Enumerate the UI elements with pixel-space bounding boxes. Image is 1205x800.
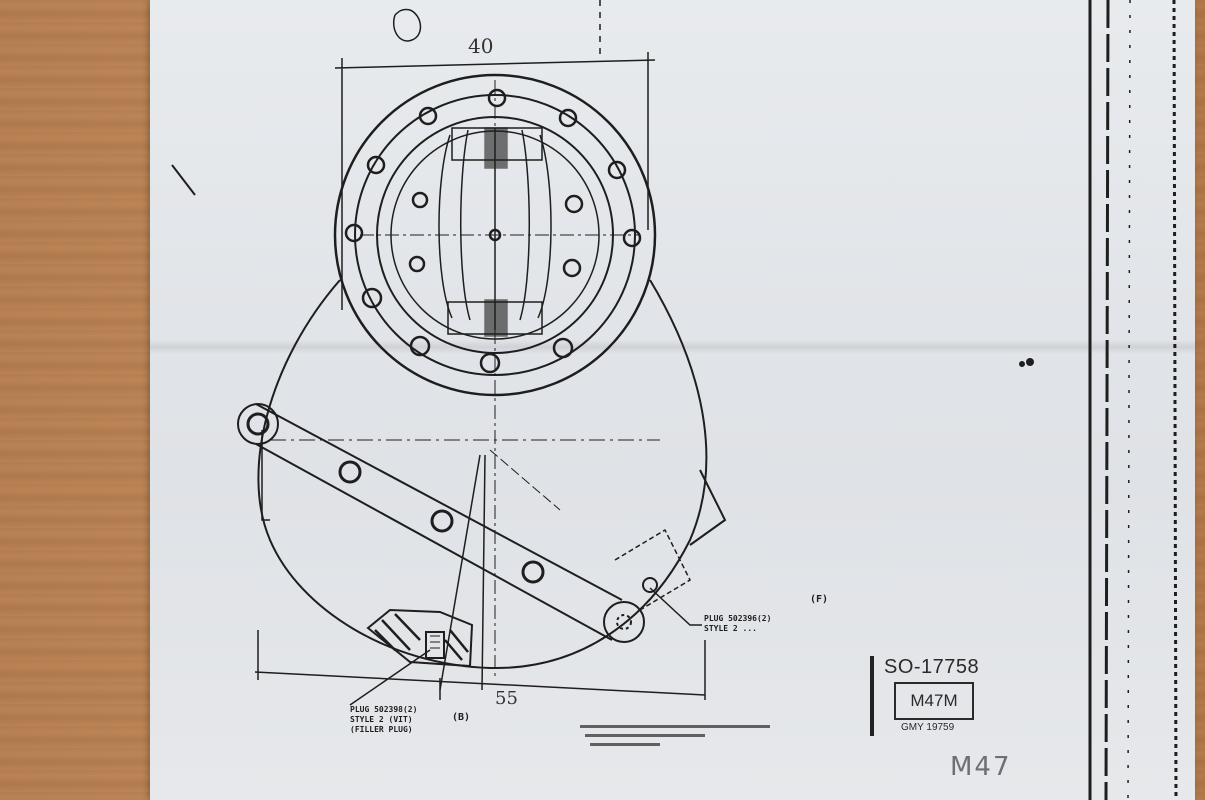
border-line-dashed (1104, 0, 1110, 800)
plug-note-right-line1: PLUG 502396(2) (704, 614, 772, 623)
flange-outer (333, 73, 657, 397)
so-number: SO-17758 (884, 656, 980, 678)
plug-note-left-ref: (B) (452, 712, 471, 723)
handwritten-label: M47 (950, 752, 1012, 782)
plug-note-right-line2: STYLE 2 ... (704, 624, 757, 633)
plug-note-left-line1: PLUG 502398(2) (350, 705, 418, 714)
plug-note-right: PLUG 502396(2) STYLE 2 ... (704, 614, 771, 634)
bottom-dimension-line (254, 671, 706, 696)
model-number-box: M47M (894, 682, 974, 720)
gmy-number: GMY 19759 (901, 722, 955, 733)
top-dimension-line (334, 59, 656, 69)
plug-note-left-line2: STYLE 2 (VIT) (350, 715, 413, 724)
plug-note-left: PLUG 502398(2) STYLE 2 (VIT) (FILLER PLU… (350, 705, 417, 735)
plug-note-right-ref: (F) (810, 594, 829, 605)
model-number: M47M (910, 691, 958, 710)
top-dimension-label: 40 (468, 34, 494, 58)
border-line-dotted (1172, 0, 1178, 800)
blueprint-paper (150, 0, 1195, 800)
bottom-dimension-label: 55 (495, 688, 518, 709)
title-block (870, 656, 999, 736)
border-line-faint (1127, 0, 1131, 800)
plug-note-left-line3: (FILLER PLUG) (350, 725, 413, 734)
